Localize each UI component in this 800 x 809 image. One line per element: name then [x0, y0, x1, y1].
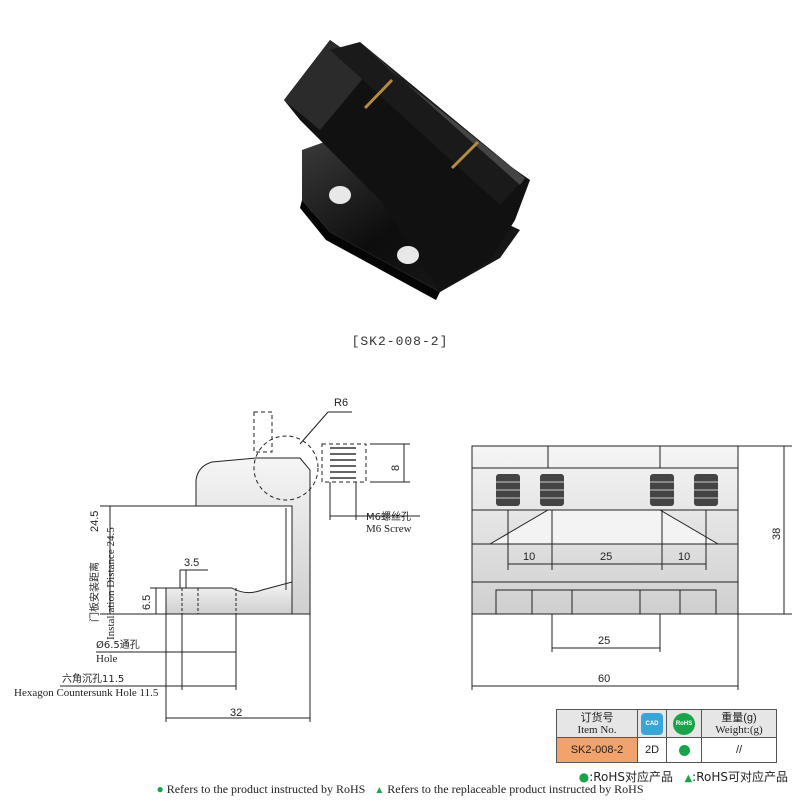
cad-cell: 2D — [637, 737, 667, 763]
dim-3-5: 3.5 — [184, 557, 199, 569]
product-code-label: [SK2-008-2] — [351, 334, 449, 349]
legend-rohs-replace-en: Refers to the replaceable product instru… — [387, 782, 644, 796]
dim-10-left: 10 — [523, 551, 535, 563]
rohs-icon: RoHS — [673, 712, 695, 735]
dim-60: 60 — [598, 673, 610, 685]
product-photo — [284, 40, 530, 300]
legend-rohs-cn: :RoHS对应产品 — [589, 770, 674, 784]
rohs-dot-icon — [678, 744, 690, 756]
spec-table: 订货号 Item No. CAD RoHS 重量(g) Weight:(g) S… — [556, 709, 777, 763]
spec-data-row: SK2-008-2 2D // — [556, 737, 777, 763]
hole-en-label: Hole — [96, 653, 118, 665]
m6-cn-label: M6螺丝孔 — [366, 511, 411, 523]
green-triangle-icon: ▲ — [684, 773, 693, 784]
green-dot-icon-2: ● — [156, 782, 164, 796]
r6-label: R6 — [334, 397, 348, 409]
dim-25-top: 25 — [600, 551, 612, 563]
m6-en-label: M6 Screw — [366, 523, 412, 535]
green-dot-icon: ● — [578, 770, 590, 784]
legend-rohs-en: Refers to the product instructed by RoHS — [166, 782, 366, 796]
header-rohs: RoHS — [666, 709, 702, 738]
dim-10-right: 10 — [678, 551, 690, 563]
legend-en: ● Refers to the product instructed by Ro… — [0, 782, 800, 797]
dim-6-5: 6.5 — [141, 595, 153, 610]
header-item-no: 订货号 Item No. — [556, 709, 638, 738]
install-cn-label: 门板安装距离 — [88, 562, 101, 622]
dim-24-5: 24.5 — [89, 511, 101, 532]
install-en-label: Installation Distance 24.5 — [105, 527, 117, 640]
hex-cn-label: 六角沉孔11.5 — [62, 672, 124, 685]
front-view — [471, 445, 792, 690]
dim-38: 38 — [771, 528, 783, 540]
cad-icon: CAD — [641, 712, 663, 735]
photo-hole-1 — [329, 186, 351, 204]
header-weight: 重量(g) Weight:(g) — [701, 709, 777, 738]
header-cad: CAD — [637, 709, 667, 738]
header-item-en: Item No. — [577, 723, 617, 736]
header-weight-en: Weight:(g) — [715, 723, 763, 736]
rohs-cell — [666, 737, 702, 763]
green-triangle-icon-2: ▲ — [374, 785, 385, 796]
header-weight-cn: 重量(g) — [721, 711, 757, 724]
dim-32: 32 — [230, 707, 242, 719]
hex-en-label: Hexagon Countersunk Hole 11.5 — [14, 687, 159, 699]
side-view — [60, 411, 420, 722]
legend-rohs-replace-cn: :RoHS可对应产品 — [692, 770, 788, 784]
item-no-cell: SK2-008-2 — [556, 737, 638, 763]
legend-cn: ●:RoHS对应产品 ▲:RoHS可对应产品 — [579, 768, 788, 785]
photo-hole-2 — [397, 246, 419, 264]
header-item-cn: 订货号 — [580, 711, 614, 724]
dim-25-bottom: 25 — [598, 635, 610, 647]
dim-8: 8 — [390, 465, 402, 471]
weight-cell: // — [701, 737, 777, 763]
hole-cn-label: Ø6.5通孔 — [96, 639, 140, 651]
spec-header-row: 订货号 Item No. CAD RoHS 重量(g) Weight:(g) — [556, 709, 777, 738]
